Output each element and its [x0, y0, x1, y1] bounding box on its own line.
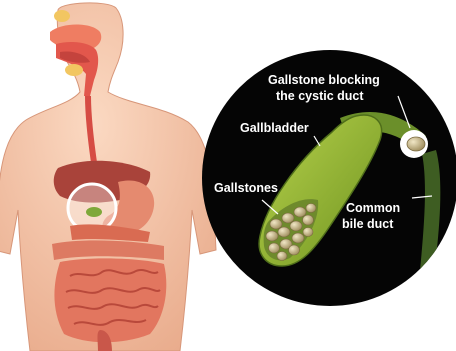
- label-gallbladder: Gallbladder: [240, 121, 309, 135]
- blocking-stone: [407, 137, 425, 151]
- label-common-line1: Common: [346, 201, 400, 215]
- salivary-gland: [54, 10, 70, 22]
- magnified-gallbladder-inset: Gallstone blocking the cystic duct Gallb…: [202, 50, 456, 306]
- label-blocking-line1: Gallstone blocking: [268, 73, 380, 87]
- salivary-gland: [65, 64, 83, 76]
- torso-illustration: [0, 3, 216, 351]
- label-common-line2: bile duct: [342, 217, 394, 231]
- label-gallstones: Gallstones: [214, 181, 278, 195]
- label-blocking-line2: the cystic duct: [276, 89, 364, 103]
- small-gallbladder: [86, 207, 102, 217]
